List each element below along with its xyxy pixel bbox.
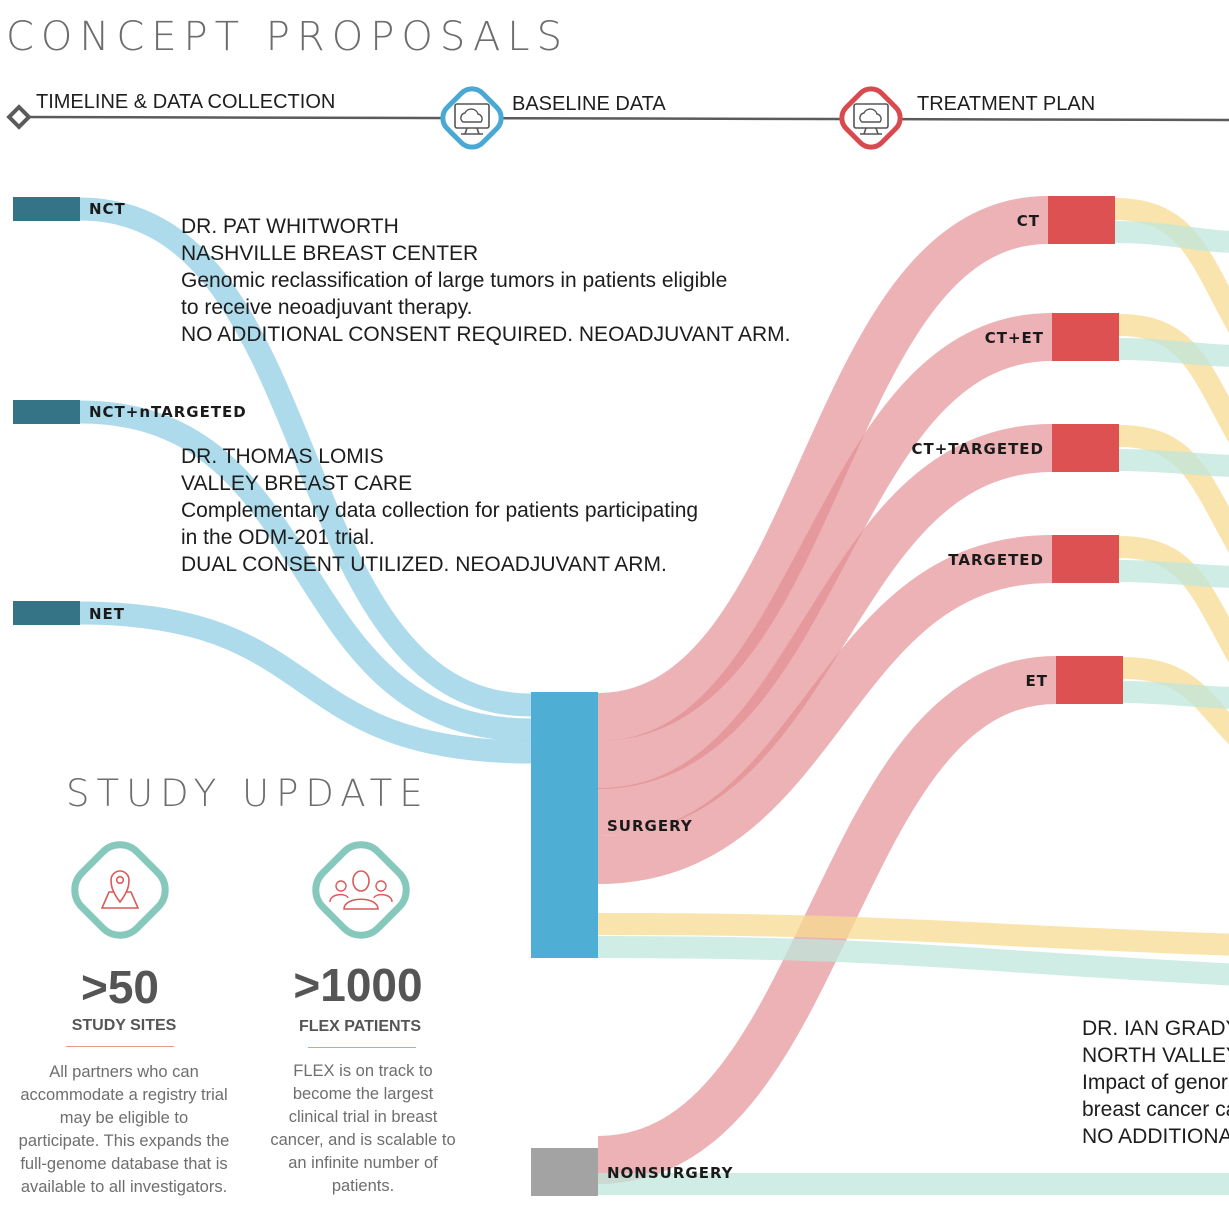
description-line: available to all investigators. — [20, 1178, 228, 1196]
node-ct-targeted — [1052, 424, 1119, 472]
flow-nct-to-surgery — [79, 197, 532, 717]
node-label-surgery: SURGERY — [607, 817, 693, 835]
study-sites-description: All partners who can accommodate a regis… — [4, 1061, 244, 1199]
source-flows — [79, 197, 532, 764]
study-sites-label: STUDY SITES — [71, 1017, 177, 1034]
description-line: cancer, and is scalable to — [270, 1131, 456, 1149]
study-sites-count: >50 — [80, 961, 160, 1013]
node-label-targeted: TARGETED — [948, 551, 1044, 569]
flex-patients-divider — [308, 1047, 416, 1048]
proposal-line: DR. THOMAS LOMIS — [181, 445, 384, 468]
node-label-net: NET — [89, 605, 126, 623]
proposal-line: in the ODM-201 trial. — [181, 526, 375, 549]
proposal-line: breast cancer ca — [1082, 1098, 1229, 1121]
location-pin-map-icon — [71, 841, 169, 939]
proposal-line: VALLEY BREAST CARE — [181, 472, 413, 495]
baseline-data-cloud-computer-icon — [440, 86, 504, 150]
proposal-line: NORTH VALLEY — [1082, 1044, 1229, 1067]
description-line: become the largest — [292, 1085, 434, 1103]
proposal-line: Complementary data collection for patien… — [181, 499, 699, 522]
outcome-flows — [597, 198, 1229, 1195]
node-nct-ntargeted — [13, 400, 80, 424]
node-label-nct-ntargeted: NCT+nTARGETED — [89, 403, 247, 421]
node-label-nct: NCT — [89, 200, 126, 218]
proposal-grady: DR. IAN GRADY NORTH VALLEY Impact of gen… — [1082, 1015, 1229, 1150]
node-nct — [13, 197, 80, 221]
flow-surgery-to-ct — [596, 196, 1050, 741]
proposal-line: Impact of genor — [1082, 1071, 1228, 1094]
node-label-nonsurgery: NONSURGERY — [607, 1164, 734, 1182]
baseline-data-label: BASELINE DATA — [512, 93, 666, 115]
proposal-line: DR. PAT WHITWORTH — [181, 215, 399, 238]
node-nonsurgery — [531, 1148, 598, 1196]
study-sites-divider — [66, 1046, 174, 1047]
node-label-et: ET — [1025, 672, 1048, 690]
page-title: CONCEPT PROPOSALS — [6, 14, 569, 60]
node-label-ct: CT — [1016, 212, 1040, 230]
timeline-start-diamond-icon — [6, 104, 32, 130]
flow-surgery-to-ct-et — [597, 313, 1053, 789]
description-line: may be eligible to — [59, 1109, 189, 1127]
proposal-line: DR. IAN GRADY — [1082, 1017, 1229, 1040]
patients-group-icon — [312, 841, 410, 939]
flow-surgery-to-ct-targeted — [597, 424, 1053, 836]
flow-surgery-teal-out — [597, 936, 1229, 986]
timeline-stage-label: TIMELINE & DATA COLLECTION — [36, 91, 336, 113]
description-line: FLEX is on track to — [293, 1062, 433, 1080]
node-ct — [1048, 196, 1115, 244]
study-update-title: STUDY UPDATE — [66, 772, 430, 815]
treatment-plan-label: TREATMENT PLAN — [917, 93, 1096, 115]
node-ct-et — [1052, 313, 1119, 361]
description-line: clinical trial in breast — [288, 1108, 438, 1126]
flex-patients-description: FLEX is on track to become the largest c… — [258, 1060, 468, 1198]
treatment-plan-cloud-computer-icon — [839, 86, 903, 150]
proposal-line: NO ADDITIONA — [1082, 1125, 1229, 1148]
proposal-lomis: DR. THOMAS LOMIS VALLEY BREAST CARE Comp… — [181, 443, 698, 578]
flex-patients-count: >1000 — [293, 959, 423, 1011]
proposal-line: DUAL CONSENT UTILIZED. NEOADJUVANT ARM. — [181, 553, 667, 576]
proposal-line: Genomic reclassification of large tumors… — [181, 269, 728, 292]
flow-net-to-surgery — [79, 601, 532, 764]
timeline-rule — [17, 115, 1229, 122]
node-label-ct-et: CT+ET — [984, 329, 1044, 347]
description-line: patients. — [331, 1177, 395, 1195]
description-line: All partners who can — [49, 1063, 199, 1081]
proposal-line: NO ADDITIONAL CONSENT REQUIRED. NEOADJUV… — [181, 323, 791, 346]
description-line: accommodate a registry trial — [20, 1086, 228, 1104]
description-line: participate. This expands the — [18, 1132, 230, 1150]
proposal-line: NASHVILLE BREAST CENTER — [181, 242, 479, 265]
flex-patients-label: FLEX PATIENTS — [298, 1018, 422, 1035]
proposal-whitworth: DR. PAT WHITWORTH NASHVILLE BREAST CENTE… — [181, 213, 790, 348]
description-line: an infinite number of — [288, 1154, 438, 1172]
proposal-line: to receive neoadjuvant therapy. — [181, 296, 473, 319]
node-label-ct-targeted: CT+TARGETED — [911, 440, 1044, 458]
flow-nct-ntargeted-to-surgery — [79, 400, 532, 742]
flow-surgery-yellow-out — [597, 913, 1229, 956]
description-line: full-genome database that is — [20, 1155, 228, 1173]
node-net — [13, 601, 80, 625]
treatment-flows — [596, 196, 1058, 1184]
node-targeted — [1052, 535, 1119, 583]
node-et — [1056, 656, 1123, 704]
node-surgery — [531, 692, 598, 958]
flow-surgery-to-targeted — [597, 535, 1053, 884]
